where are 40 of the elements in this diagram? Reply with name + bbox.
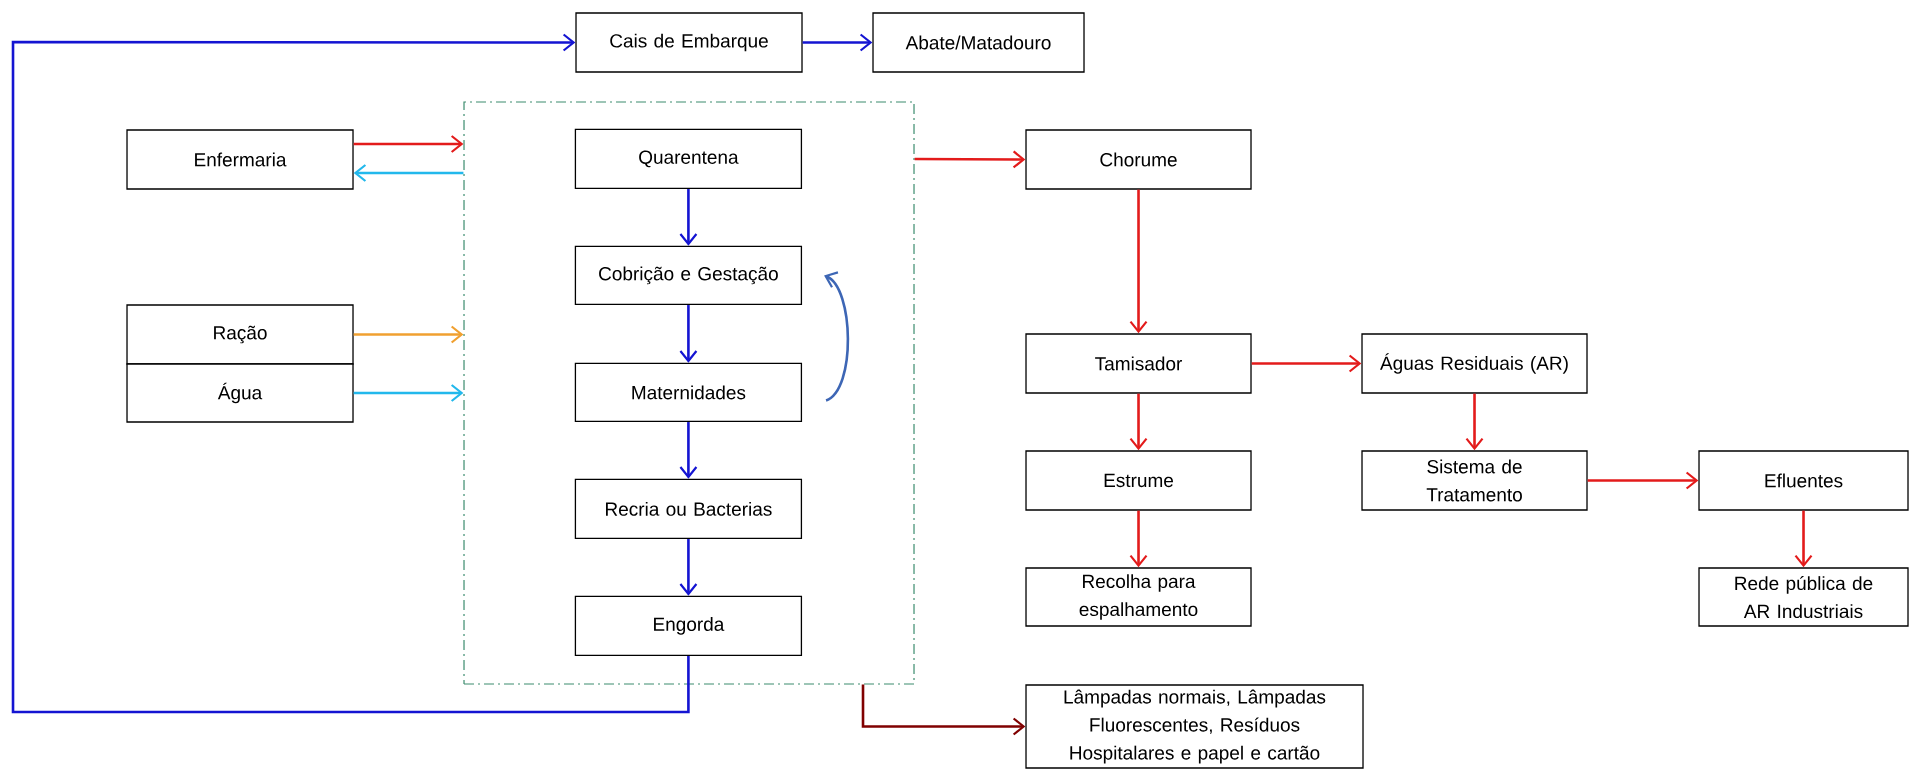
process-box: Enfermaria — [126, 129, 354, 190]
arrow — [1251, 354, 1362, 373]
process-box: Abate/Matadouro — [872, 12, 1085, 73]
process-box: Cais de Embarque — [575, 12, 803, 73]
process-box: Água — [126, 363, 354, 423]
process-box: Águas Residuais (AR) — [1361, 333, 1588, 394]
arrow — [861, 684, 1026, 736]
arrow — [11, 33, 690, 714]
arrow — [1129, 189, 1148, 334]
arrow — [679, 189, 698, 246]
process-box: Tamisador — [1025, 333, 1252, 394]
process-box: Estrume — [1025, 450, 1252, 511]
process-box: Quarentena — [574, 128, 803, 190]
process-box: Chorume — [1025, 129, 1252, 190]
arrow — [353, 325, 464, 344]
process-box: Lâmpadas normais, Lâmpadas Fluorescentes, Resíduos Hospitalares e papel e cartão — [1025, 684, 1364, 769]
process-box: Maternidades — [574, 362, 803, 423]
process-box: Ração — [126, 304, 354, 365]
process-box: Sistema de Tratamento — [1361, 450, 1588, 511]
arrow — [1129, 393, 1148, 451]
process-box: Cobrição e Gestação — [574, 245, 803, 306]
process-box: Recolha para espalhamento — [1025, 567, 1252, 627]
process-box: Recria ou Bacterias — [574, 478, 803, 540]
arrow — [353, 135, 464, 153]
arrow — [353, 384, 464, 402]
arrow — [802, 33, 873, 52]
arrow — [353, 164, 464, 182]
process-box: Rede pública de AR Industriais — [1698, 567, 1909, 627]
process-box: Engorda — [574, 595, 803, 657]
arrow — [679, 305, 698, 363]
arrow — [1794, 510, 1813, 568]
arrow — [824, 271, 850, 402]
process-box: Efluentes — [1698, 450, 1909, 511]
arrow — [679, 422, 698, 479]
dashed-boundary — [463, 101, 915, 685]
arrow — [679, 539, 698, 596]
arrow — [1587, 471, 1699, 490]
arrow — [914, 150, 1026, 169]
arrow — [1465, 393, 1484, 451]
arrow — [1129, 510, 1148, 568]
